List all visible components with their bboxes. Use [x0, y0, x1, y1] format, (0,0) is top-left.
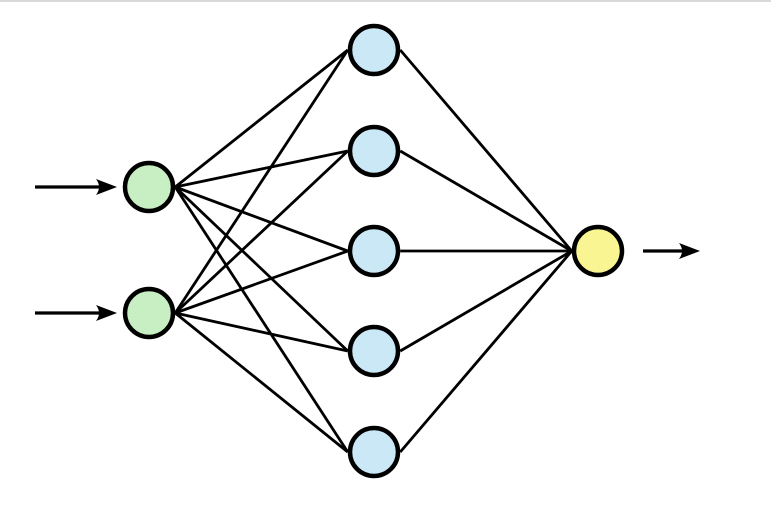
edge-in1-h5: [174, 186, 349, 453]
edge-in2-h2: [174, 149, 349, 315]
edge-in1-h2: [174, 149, 349, 189]
top-border-line: [0, 0, 771, 2]
edge-in2-h4: [174, 311, 349, 353]
input-arrow-2-head-icon: [96, 305, 117, 321]
edge-in2-h3: [174, 249, 349, 315]
edge-h2-out1: [399, 149, 573, 253]
hidden-node-3: [347, 224, 401, 278]
edge-in2-h1: [174, 49, 349, 314]
edge-in1-h1: [174, 48, 349, 189]
edge-in1-h3: [174, 185, 349, 253]
input-node-2: [122, 286, 176, 340]
input-node-1: [122, 160, 176, 214]
edge-h1-out1: [399, 49, 573, 252]
input-arrow-1-head-icon: [96, 179, 117, 195]
edge-in2-h5: [174, 311, 349, 454]
edge-in1-h4: [174, 185, 349, 353]
hidden-node-4: [347, 324, 401, 378]
output-arrow-head-icon: [679, 243, 700, 259]
hidden-node-5: [347, 425, 401, 479]
hidden-node-2: [347, 124, 401, 178]
edge-h5-out1: [399, 250, 573, 453]
hidden-node-1: [347, 23, 401, 77]
edge-h4-out1: [399, 249, 573, 353]
output-node-1: [571, 224, 625, 278]
